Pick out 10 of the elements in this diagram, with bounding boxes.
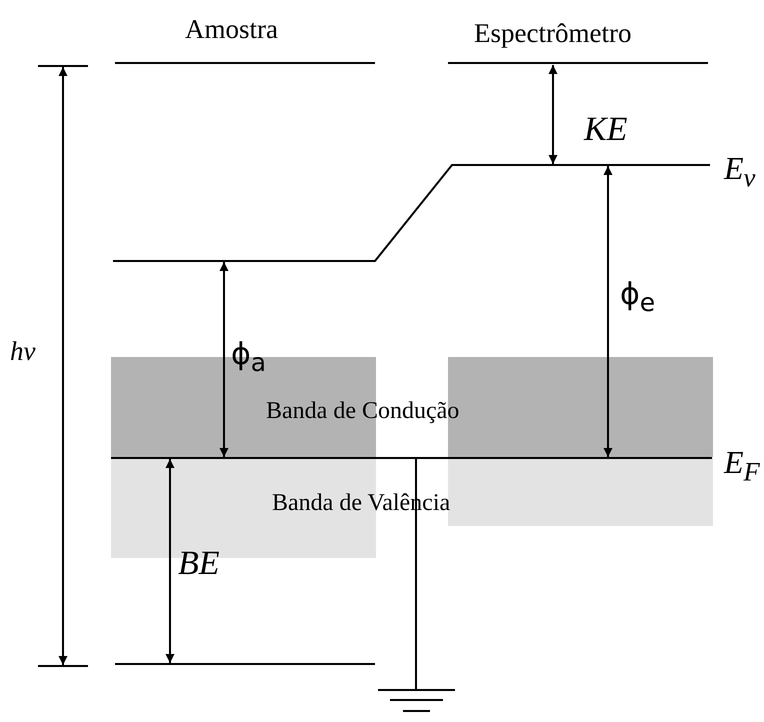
energy-level-label: E$_{v}$ <box>724 152 756 192</box>
section-heading: Amostra <box>185 16 278 43</box>
work-function-symbol: ϕ$_{e}$ <box>620 280 656 315</box>
energy-symbol: hν <box>10 338 36 365</box>
section-heading: Espectrômetro <box>474 20 632 47</box>
energy-symbol: BE <box>178 547 220 581</box>
energy-symbol: KE <box>584 113 628 147</box>
band-label: Banda de Condução <box>266 399 460 423</box>
energy-level-label: E$_{F}$ <box>724 446 760 486</box>
work-function-symbol: ϕ$_{a}$ <box>231 340 266 375</box>
